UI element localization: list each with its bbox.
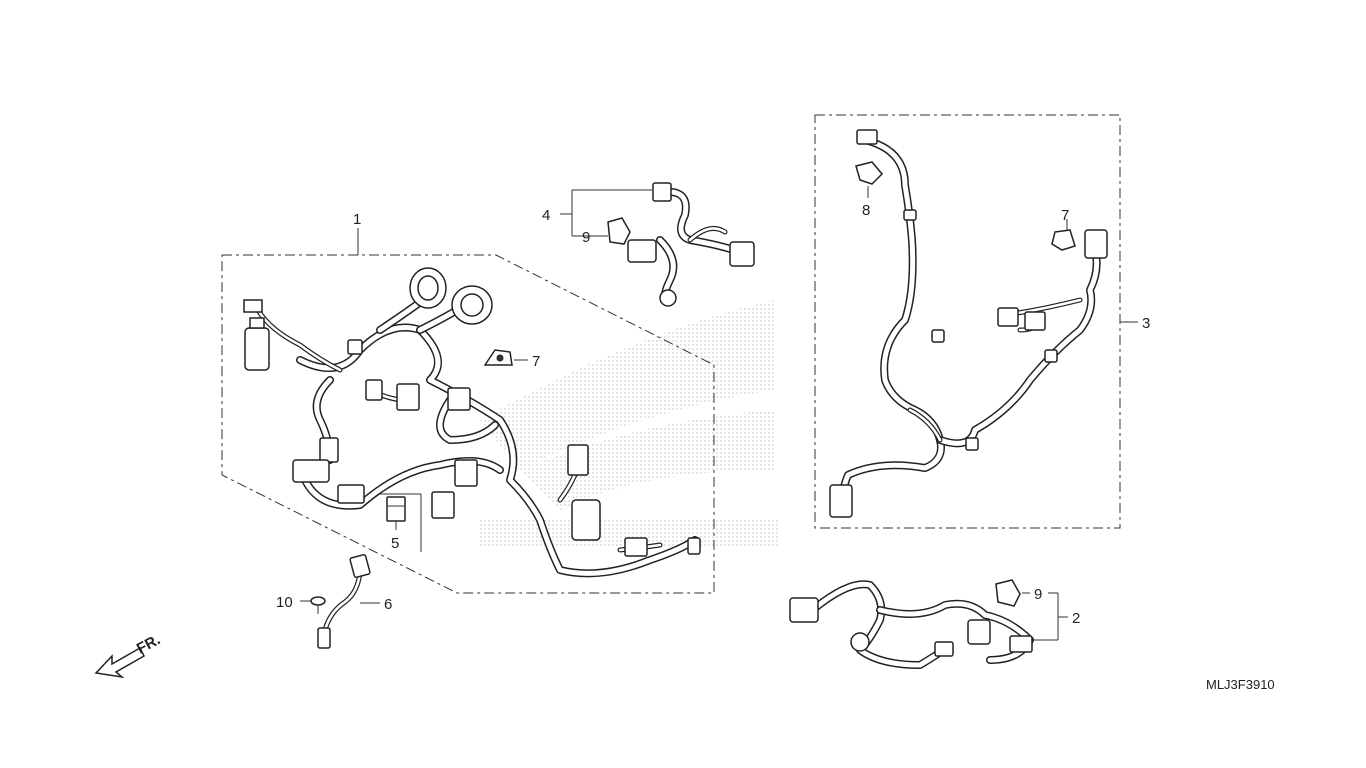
clip-9-lower[interactable] (995, 579, 1021, 607)
sub-harness-3[interactable] (829, 129, 1108, 518)
callout-10: 10 (276, 594, 293, 611)
sub-harness-4[interactable] (627, 182, 755, 307)
main-harness[interactable] (243, 267, 701, 578)
callout-5: 5 (391, 535, 399, 552)
callout-8: 8 (862, 202, 870, 219)
clip-9-upper[interactable] (607, 217, 631, 245)
callout-4: 4 (542, 207, 550, 224)
diagram-code: MLJ3F3910 (1206, 677, 1275, 692)
callout-9-lower: 9 (1034, 586, 1042, 603)
front-direction-arrow: FR. (94, 631, 163, 679)
watermark-logo (478, 300, 780, 548)
callout-6: 6 (384, 596, 392, 613)
sensor-lead-6[interactable] (317, 553, 371, 649)
main-harness-enclosure (221, 254, 715, 594)
callout-1: 1 (353, 211, 361, 228)
callout-3: 3 (1142, 315, 1150, 332)
clamp-7-sub[interactable] (1051, 229, 1076, 251)
screw-10[interactable] (310, 596, 326, 614)
sub-harness-2[interactable] (789, 580, 1034, 669)
band-8[interactable] (855, 161, 884, 185)
clamp-7-main[interactable] (483, 349, 513, 366)
callout-7-main: 7 (532, 353, 540, 370)
relay-5[interactable] (386, 496, 406, 522)
callout-9-upper: 9 (582, 229, 590, 246)
callout-7-sub: 7 (1061, 207, 1069, 224)
callout-2: 2 (1072, 610, 1080, 627)
